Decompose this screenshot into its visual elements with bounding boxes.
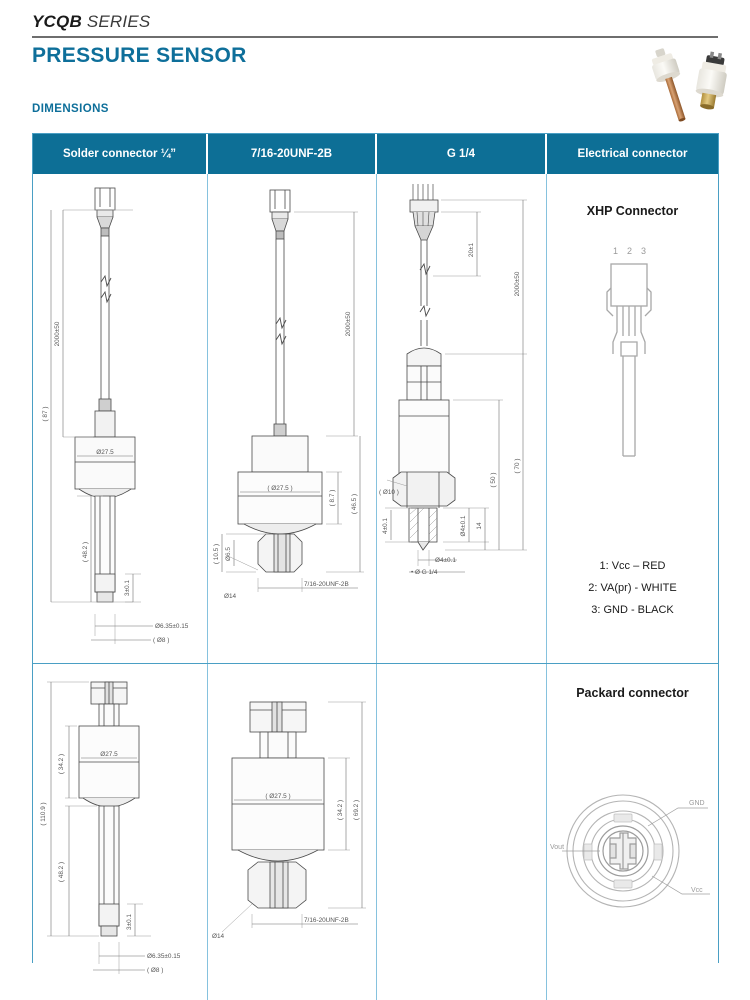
- dim-nut-height: ( 10.5 ): [213, 544, 220, 564]
- dim-nut-inner: Ø6.5: [225, 547, 232, 561]
- dim-stem-length: ( 48.2 ): [82, 542, 89, 562]
- packard-label-vout: Vout: [550, 844, 564, 851]
- datasheet-page: YCQB SERIES PRESSURE SENSOR DIMENSIONS: [32, 12, 727, 1000]
- cell-unf-cable: 2000±50 ( 46.5 ) ( 8.7 ) ( Ø27.5 ) ( 10.…: [208, 174, 377, 663]
- dim-body-height: ( 34.2 ): [58, 754, 65, 774]
- pin-assignment-1: 1: Vcc – RED: [599, 560, 666, 572]
- product-photo: [651, 48, 727, 122]
- cell-g14-short-empty: [377, 664, 547, 1000]
- cell-g14-cable: 2000±50 20±1 ( 70 ) ( 50 ) ( Ø10 ) 4±0.1…: [377, 174, 547, 663]
- pin-assignment-2: 2: VA(pr) - WHITE: [588, 582, 677, 594]
- series-heading: YCQB SERIES: [32, 12, 150, 32]
- brand-name: YCQB: [32, 12, 82, 31]
- dim-body-height: ( 34.2 ): [337, 800, 344, 820]
- packard-connector-title: Packard connector: [576, 686, 689, 700]
- unf-connector-short-drawing: ( Ø27.5 ) ( 34.2 ) ( 69.2 ) 7/16-20UNF-2…: [212, 701, 366, 940]
- packard-label-vcc: Vcc: [691, 887, 703, 894]
- dim-body-height: ( 46.5 ): [351, 494, 358, 514]
- dim-tip-length: 3±0.1: [126, 914, 133, 930]
- column-header-solder: Solder connector ¼”: [33, 134, 208, 174]
- dim-thread: 7/16-20UNF-2B: [304, 917, 349, 924]
- packard-label-gnd: GND: [689, 800, 705, 807]
- dim-outer-diameter: ( Ø8 ): [153, 637, 169, 644]
- dim-thread: 7/16-20UNF-2B: [304, 581, 349, 588]
- dim-tip-length: 3±0.1: [124, 580, 131, 596]
- unf-connector-cable-drawing: 2000±50 ( 46.5 ) ( 8.7 ) ( Ø27.5 ) ( 10.…: [213, 189, 364, 600]
- column-header-unf: 7/16-20UNF-2B: [208, 134, 377, 174]
- dim-thread-depth: Ø4±0.1: [460, 515, 467, 536]
- packard-connector-diagram: GND Vout Vcc: [550, 794, 710, 908]
- g14-connector-cable-drawing: 2000±50 20±1 ( 70 ) ( 50 ) ( Ø10 ) 4±0.1…: [379, 184, 527, 576]
- dim-stem-length: ( 48.2 ): [58, 862, 65, 882]
- series-word: SERIES: [86, 12, 151, 31]
- dim-cable-length: 2000±50: [514, 271, 521, 296]
- dim-outer-diameter: ( Ø8 ): [147, 967, 163, 974]
- dim-total-height: ( 70 ): [514, 459, 521, 474]
- dim-hex-height: 14: [476, 522, 483, 530]
- dim-connector-length: 20±1: [468, 242, 475, 257]
- dim-total-height: ( 69.2 ): [353, 800, 360, 820]
- dim-bore: Ø4±0.1: [435, 557, 456, 564]
- dim-body-diameter: Ø27.5: [100, 751, 118, 758]
- table-row: 2000±50 ( 87 ) ( 48.2 ) 3±0.1 Ø6.35±0.15…: [33, 174, 718, 664]
- pin-number-2: 2: [627, 246, 632, 256]
- dim-hex-size: Ø14: [212, 933, 225, 940]
- column-header-g14: G 1/4: [377, 134, 547, 174]
- cell-solder-short: ( 110.9 ) ( 34.2 ) ( 48.2 ) Ø27.5 3±0.1 …: [33, 664, 208, 1000]
- dim-body-height: ( 50 ): [490, 473, 497, 488]
- dim-tip-diameter: Ø6.35±0.15: [147, 953, 181, 960]
- xhp-connector-diagram: 1 2 3: [605, 246, 652, 457]
- dimensions-table: Solder connector ¼” 7/16-20UNF-2B G 1/4 …: [32, 133, 719, 1000]
- table-header-row: Solder connector ¼” 7/16-20UNF-2B G 1/4 …: [33, 134, 718, 174]
- dim-cable-length: 2000±50: [54, 321, 61, 346]
- table-row: ( 110.9 ) ( 34.2 ) ( 48.2 ) Ø27.5 3±0.1 …: [33, 664, 718, 1000]
- dim-total-length: ( 87 ): [42, 407, 49, 422]
- cell-packard-connector: Packard connector: [547, 664, 718, 1000]
- dim-tip-diameter: Ø6.35±0.15: [155, 623, 189, 630]
- xhp-pin-list: 1: Vcc – RED 2: VA(pr) - WHITE 3: GND - …: [547, 555, 718, 621]
- section-label-dimensions: DIMENSIONS: [32, 103, 109, 115]
- dim-port-depth: 4±0.1: [382, 518, 389, 534]
- dim-body-section: ( 8.7 ): [329, 490, 336, 507]
- solder-connector-cable-drawing: 2000±50 ( 87 ) ( 48.2 ) 3±0.1 Ø6.35±0.15…: [42, 187, 189, 644]
- pin-assignment-3: 3: GND - BLACK: [591, 604, 674, 616]
- dim-port-diameter: ( Ø10 ): [379, 489, 399, 496]
- dim-body-diameter: Ø27.5: [96, 449, 114, 456]
- cell-solder-cable: 2000±50 ( 87 ) ( 48.2 ) 3±0.1 Ø6.35±0.15…: [33, 174, 208, 663]
- header-divider: [32, 36, 718, 38]
- cell-unf-short: ( Ø27.5 ) ( 34.2 ) ( 69.2 ) 7/16-20UNF-2…: [208, 664, 377, 1000]
- dim-thread-g14: • Ø G 1/4: [411, 569, 438, 576]
- dim-hex-size: Ø14: [224, 593, 237, 600]
- dim-body-diameter: ( Ø27.5 ): [265, 793, 290, 800]
- dim-total-length: ( 110.9 ): [40, 802, 47, 825]
- pin-number-1: 1: [613, 246, 618, 256]
- xhp-connector-title: XHP Connector: [586, 204, 679, 218]
- cell-xhp-connector: XHP Connector 1 2 3: [547, 174, 718, 663]
- page-title: PRESSURE SENSOR: [32, 44, 247, 67]
- solder-connector-short-drawing: ( 110.9 ) ( 34.2 ) ( 48.2 ) Ø27.5 3±0.1 …: [40, 681, 181, 974]
- dim-body-diameter: ( Ø27.5 ): [267, 485, 292, 492]
- dim-cable-length: 2000±50: [345, 311, 352, 336]
- pin-number-3: 3: [641, 246, 646, 256]
- column-header-electrical: Electrical connector: [547, 134, 718, 174]
